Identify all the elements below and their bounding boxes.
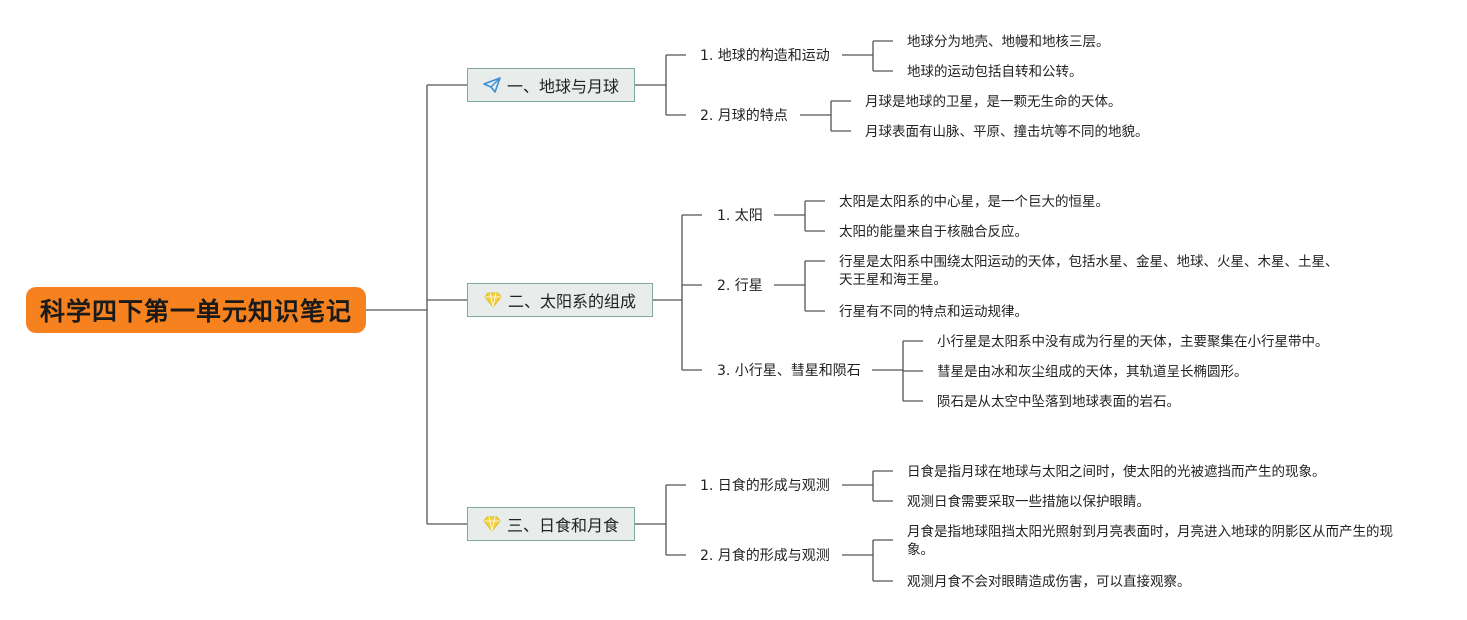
list-item: 月食是指地球阻挡太阳光照射到月亮表面时，月亮进入地球的阴影区从而产生的现象。 xyxy=(907,524,1393,558)
list-item: 彗星是由冰和灰尘组成的天体，其轨道呈长椭圆形。 xyxy=(937,364,1248,380)
list-item: 太阳的能量来自于核融合反应。 xyxy=(839,224,1028,240)
topic-sun[interactable]: 1. 太阳 xyxy=(717,208,763,224)
root-topic-label: 科学四下第一单元知识笔记 xyxy=(39,297,352,326)
diamond-icon xyxy=(483,516,501,532)
list-item: 观测月食不会对眼睛造成伤害，可以直接观察。 xyxy=(907,574,1191,590)
branch-label: 三、日食和月食 xyxy=(506,516,619,535)
list-item: 地球的运动包括自转和公转。 xyxy=(907,64,1083,80)
list-item: 月球是地球的卫星，是一颗无生命的天体。 xyxy=(865,94,1122,110)
branch-label: 二、太阳系的组成 xyxy=(507,292,636,311)
paper-plane-icon xyxy=(483,77,501,93)
branch-solar-system[interactable]: 二、太阳系的组成 xyxy=(467,283,653,317)
topic-lunar-eclipse[interactable]: 2. 月食的形成与观测 xyxy=(700,548,830,564)
topic-solar-eclipse[interactable]: 1. 日食的形成与观测 xyxy=(700,478,830,494)
branch-earth-moon[interactable]: 一、地球与月球 xyxy=(467,68,635,102)
branch-label: 一、地球与月球 xyxy=(506,77,619,96)
topic-planets[interactable]: 2. 行星 xyxy=(717,278,763,294)
list-item: 行星有不同的特点和运动规律。 xyxy=(839,304,1028,320)
list-item: 地球分为地壳、地幔和地核三层。 xyxy=(907,34,1110,50)
list-item: 太阳是太阳系的中心星，是一个巨大的恒星。 xyxy=(839,194,1109,210)
list-item: 日食是指月球在地球与太阳之间时，使太阳的光被遮挡而产生的现象。 xyxy=(907,464,1326,480)
list-item: 行星是太阳系中围绕太阳运动的天体，包括水星、金星、地球、火星、木星、土星、天王星… xyxy=(839,254,1339,288)
list-item: 小行星是太阳系中没有成为行星的天体，主要聚集在小行星带中。 xyxy=(937,334,1329,350)
topic-moon-features[interactable]: 2. 月球的特点 xyxy=(700,108,788,124)
list-item: 陨石是从太空中坠落到地球表面的岩石。 xyxy=(937,394,1180,410)
topic-asteroids-comets-meteorites[interactable]: 3. 小行星、彗星和陨石 xyxy=(717,363,861,379)
list-item: 月球表面有山脉、平原、撞击坑等不同的地貌。 xyxy=(865,124,1149,140)
topic-earth-structure[interactable]: 1. 地球的构造和运动 xyxy=(700,48,830,64)
branch-eclipses[interactable]: 三、日食和月食 xyxy=(467,507,635,541)
list-item: 观测日食需要采取一些措施以保护眼睛。 xyxy=(907,494,1150,510)
diamond-icon xyxy=(484,292,502,308)
root-topic[interactable]: 科学四下第一单元知识笔记 xyxy=(26,287,366,333)
